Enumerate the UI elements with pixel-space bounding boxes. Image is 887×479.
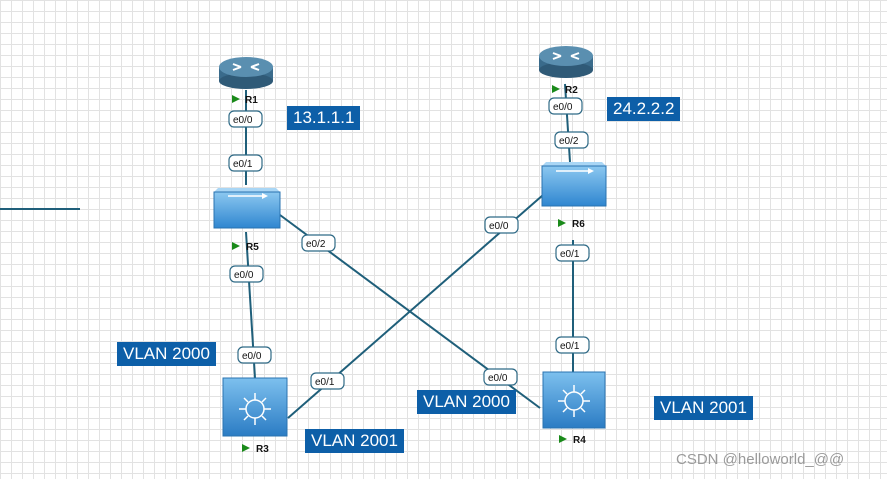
node-label-r2: R2 [565, 85, 578, 96]
status-arrow-icon [232, 95, 240, 103]
port-label: e0/2 [301, 234, 336, 252]
watermark: CSDN @helloworld_@@ [676, 451, 845, 468]
port-label: e0/1 [228, 154, 263, 172]
multilayer-switch-icon [222, 377, 288, 437]
router-r1[interactable]: R1 [219, 57, 273, 106]
link-r2-r6 [564, 83, 571, 163]
svg-text:e0/1: e0/1 [315, 377, 335, 388]
svg-text:e0/0: e0/0 [553, 102, 573, 113]
status-arrow-icon [552, 85, 560, 93]
port-labels: e0/0 e0/1 e0/2 e0/0 e0/0 e0/1 e0/0 e0/2 [228, 97, 590, 390]
svg-text:e0/0: e0/0 [233, 115, 253, 126]
status-arrow-icon [242, 444, 250, 452]
port-label: e0/1 [555, 336, 590, 354]
switch-r5[interactable]: R5 [213, 188, 281, 253]
ip-tag-r2: 24.2.2.2 [607, 97, 681, 121]
svg-text:e0/1: e0/1 [233, 159, 253, 170]
port-label: e0/0 [237, 346, 272, 364]
svg-text:e0/0: e0/0 [489, 221, 509, 232]
multilayer-switch-r4[interactable]: R4 [542, 371, 606, 446]
port-label: e0/0 [229, 265, 264, 283]
vlan-tag-r4-left: VLAN 2000 [417, 390, 516, 414]
svg-text:e0/0: e0/0 [488, 373, 508, 384]
svg-text:e0/1: e0/1 [560, 249, 580, 260]
switch-icon [213, 188, 281, 229]
svg-text:e0/0: e0/0 [234, 270, 254, 281]
svg-text:e0/2: e0/2 [559, 136, 579, 147]
port-label: e0/0 [228, 110, 263, 128]
switch-icon [541, 162, 607, 207]
router-icon [539, 46, 593, 78]
port-label: e0/2 [554, 131, 589, 149]
links [245, 83, 574, 419]
port-label: e0/0 [548, 97, 583, 115]
vlan-tag-r3-bottom: VLAN 2001 [305, 429, 404, 453]
port-label: e0/0 [484, 216, 519, 234]
vlan-tag-r3-left: VLAN 2000 [117, 342, 216, 366]
port-label: e0/1 [555, 244, 590, 262]
svg-text:e0/1: e0/1 [560, 341, 580, 352]
node-label-r4: R4 [573, 435, 586, 446]
vlan-tag-r4-right: VLAN 2001 [654, 396, 753, 420]
port-label: e0/0 [483, 368, 518, 386]
node-label-r5: R5 [246, 242, 259, 253]
status-arrow-icon [232, 242, 240, 250]
router-icon [219, 57, 273, 89]
status-arrow-icon [559, 435, 567, 443]
router-r2[interactable]: R2 [539, 46, 593, 96]
port-label: e0/1 [310, 372, 345, 390]
ip-tag-r1: 13.1.1.1 [287, 106, 361, 130]
node-label-r1: R1 [245, 95, 258, 106]
node-label-r3: R3 [256, 444, 269, 455]
multilayer-switch-r3[interactable]: R3 [222, 377, 288, 455]
svg-text:e0/2: e0/2 [306, 239, 326, 250]
switch-r6[interactable]: R6 [541, 162, 607, 230]
status-arrow-icon [558, 219, 566, 227]
node-label-r6: R6 [572, 219, 585, 230]
svg-text:e0/0: e0/0 [242, 351, 262, 362]
multilayer-switch-icon [542, 371, 606, 429]
